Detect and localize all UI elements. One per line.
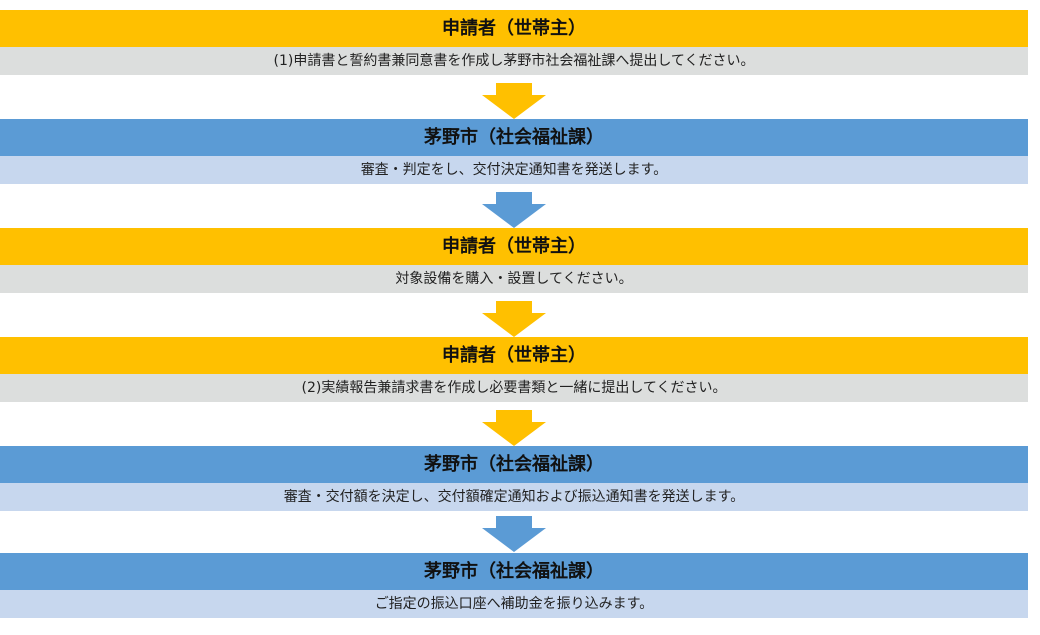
- step-6-desc: ご指定の振込口座へ補助金を振り込みます。: [0, 590, 1028, 618]
- flow-step-2: 茅野市（社会福祉課） 審査・判定をし、交付決定通知書を発送します。: [0, 119, 1028, 184]
- flow-step-4: 申請者（世帯主） (2)実績報告兼請求書を作成し必要書類と一緒に提出してください…: [0, 337, 1028, 402]
- flow-step-5: 茅野市（社会福祉課） 審査・交付額を決定し、交付額確定通知および振込通知書を発送…: [0, 446, 1028, 511]
- step-4-title: 申請者（世帯主）: [0, 337, 1028, 374]
- flow-step-3: 申請者（世帯主） 対象設備を購入・設置してください。: [0, 228, 1028, 293]
- step-4-desc: (2)実績報告兼請求書を作成し必要書類と一緒に提出してください。: [0, 374, 1028, 402]
- step-3-title: 申請者（世帯主）: [0, 228, 1028, 265]
- down-arrow-icon: [482, 516, 546, 552]
- step-2-desc: 審査・判定をし、交付決定通知書を発送します。: [0, 156, 1028, 184]
- step-1-desc: (1)申請書と誓約書兼同意書を作成し茅野市社会福祉課へ提出してください。: [0, 47, 1028, 75]
- flow-step-1: 申請者（世帯主） (1)申請書と誓約書兼同意書を作成し茅野市社会福祉課へ提出して…: [0, 10, 1028, 75]
- down-arrow-icon: [482, 410, 546, 446]
- step-6-title: 茅野市（社会福祉課）: [0, 553, 1028, 590]
- step-5-title: 茅野市（社会福祉課）: [0, 446, 1028, 483]
- step-1-title: 申請者（世帯主）: [0, 10, 1028, 47]
- down-arrow-icon: [482, 192, 546, 228]
- step-5-desc: 審査・交付額を決定し、交付額確定通知および振込通知書を発送します。: [0, 483, 1028, 511]
- down-arrow-icon: [482, 83, 546, 119]
- step-3-desc: 対象設備を購入・設置してください。: [0, 265, 1028, 293]
- flow-step-6: 茅野市（社会福祉課） ご指定の振込口座へ補助金を振り込みます。: [0, 553, 1028, 618]
- step-2-title: 茅野市（社会福祉課）: [0, 119, 1028, 156]
- down-arrow-icon: [482, 301, 546, 337]
